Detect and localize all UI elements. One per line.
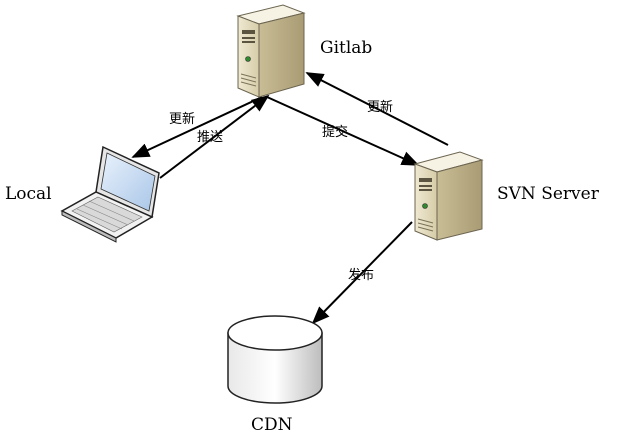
edge-gitlab-to-local	[131, 96, 263, 158]
gitlab-node: Gitlab	[236, 4, 372, 98]
edge-local-to-gitlab	[159, 94, 270, 179]
edge-label-local-to-gitlab: 推送	[197, 130, 223, 145]
edge-svn-to-gitlab	[305, 72, 449, 146]
cdn-label: CDN	[251, 415, 293, 435]
svn-server-label: SVN Server	[497, 184, 600, 204]
edge-label-gitlab-to-svn: 提交	[322, 124, 348, 140]
gitlab-label: Gitlab	[320, 38, 372, 58]
edge-svn-to-cdn	[311, 221, 413, 325]
edge-gitlab-to-svn	[266, 96, 420, 166]
server-icon	[413, 151, 484, 241]
laptop-icon	[60, 145, 160, 243]
cdn-node: CDN	[227, 315, 323, 435]
edge-label-svn-to-gitlab: 更新	[367, 99, 393, 115]
database-cylinder-icon	[227, 315, 323, 404]
server-icon	[236, 4, 306, 98]
local-label: Local	[5, 184, 52, 204]
edge-label-gitlab-to-local: 更新	[169, 111, 195, 127]
svn-server-node: SVN Server	[413, 151, 600, 241]
local-node: Local	[5, 145, 160, 243]
edge-label-svn-to-cdn: 发布	[348, 267, 374, 283]
